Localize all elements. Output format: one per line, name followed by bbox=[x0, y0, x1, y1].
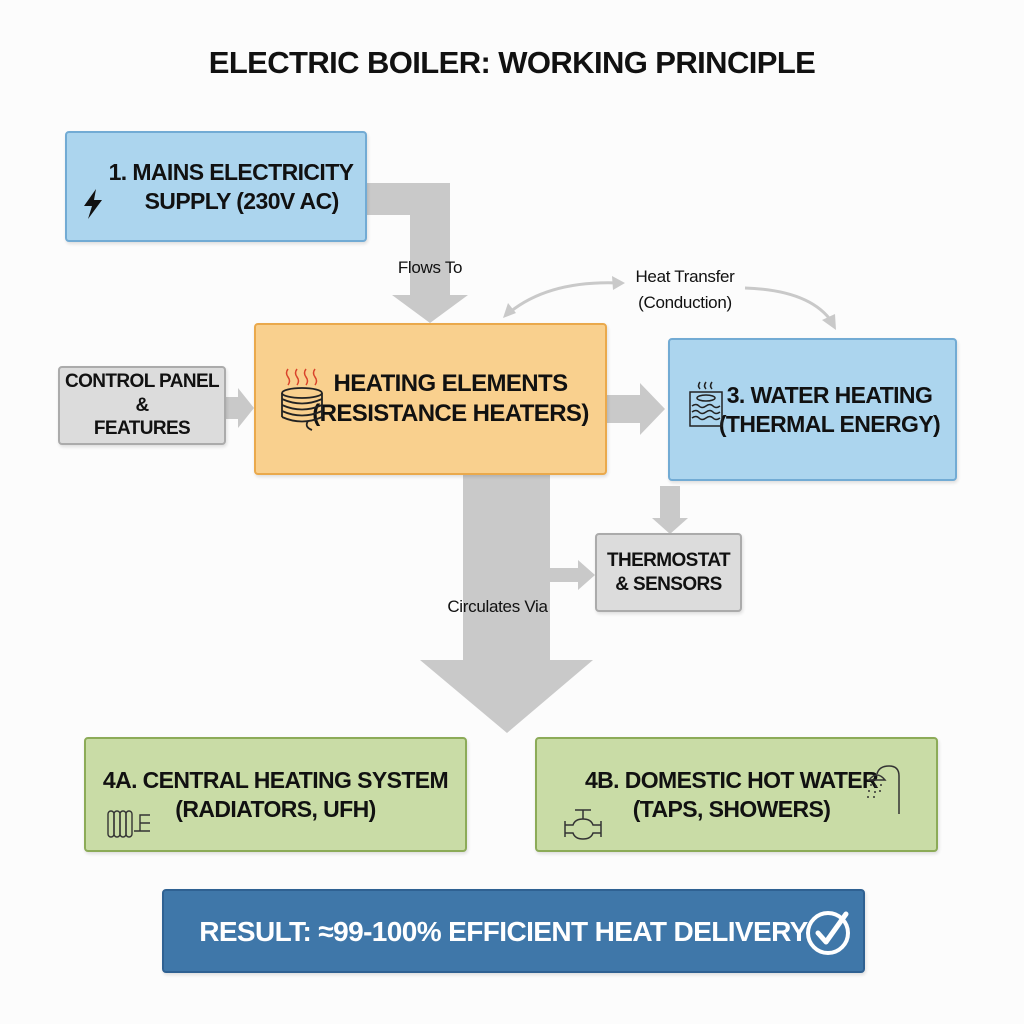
water-heating-icon bbox=[689, 381, 723, 427]
result-banner: RESULT: ≈99-100% EFFICIENT HEAT DELIVERY bbox=[162, 889, 865, 973]
arrow-control-to-heating bbox=[225, 388, 254, 428]
page-title: ELECTRIC BOILER: WORKING PRINCIPLE bbox=[208, 45, 816, 80]
node-heating-elements: HEATING ELEMENTS (RESISTANCE HEATERS) bbox=[254, 323, 607, 475]
tap-icon bbox=[564, 809, 602, 840]
lightning-icon bbox=[84, 189, 102, 219]
control-line2: FEATURES bbox=[93, 418, 191, 440]
node-control-panel: CONTROL PANEL & FEATURES bbox=[58, 366, 226, 445]
arrow-water-to-thermostat bbox=[652, 486, 688, 534]
heat-transfer-line2: (Conduction) bbox=[638, 292, 732, 312]
shower-icon bbox=[867, 765, 900, 814]
central-line1: 4A. CENTRAL HEATING SYSTEM bbox=[102, 766, 449, 793]
thermostat-line1: THERMOSTAT bbox=[606, 549, 731, 571]
check-circle-icon bbox=[806, 911, 850, 955]
arrow-circulates-down bbox=[420, 474, 593, 733]
dhw-line2: (TAPS, SHOWERS) bbox=[632, 795, 831, 822]
arrow-mains-to-heating bbox=[366, 183, 468, 323]
heat-transfer-line1: Heat Transfer bbox=[635, 267, 735, 286]
water-line2: (THERMAL ENERGY) bbox=[718, 410, 941, 437]
arrow-to-thermostat bbox=[550, 560, 595, 590]
heating-line1: HEATING ELEMENTS bbox=[333, 370, 569, 397]
heating-line2: (RESISTANCE HEATERS) bbox=[312, 400, 589, 427]
node-central-heating: 4A. CENTRAL HEATING SYSTEM (RADIATORS, U… bbox=[84, 737, 467, 852]
node-water-heating: 3. WATER HEATING (THERMAL ENERGY) bbox=[668, 338, 957, 481]
result-text: RESULT: ≈99-100% EFFICIENT HEAT DELIVERY bbox=[199, 915, 808, 947]
label-heat-transfer: Heat Transfer (Conduction) bbox=[610, 264, 760, 315]
arrow-heating-to-water bbox=[606, 383, 665, 435]
control-line1: CONTROL PANEL & bbox=[64, 370, 220, 416]
thermostat-line2: & SENSORS bbox=[615, 573, 722, 595]
node-domestic-hot-water: 4B. DOMESTIC HOT WATER (TAPS, SHOWERS) bbox=[535, 737, 938, 852]
central-line2: (RADIATORS, UFH) bbox=[175, 795, 376, 822]
node-mains-electricity: 1. MAINS ELECTRICITY SUPPLY (230V AC) bbox=[65, 131, 367, 242]
water-line1: 3. WATER HEATING bbox=[726, 381, 933, 408]
label-flows-to: Flows To bbox=[397, 258, 463, 277]
dhw-line1: 4B. DOMESTIC HOT WATER bbox=[584, 766, 879, 793]
radiator-icon bbox=[107, 810, 150, 838]
mains-line2: SUPPLY (230V AC) bbox=[144, 187, 340, 214]
heat-transfer-curve-left bbox=[509, 281, 621, 314]
mains-line1: 1. MAINS ELECTRICITY bbox=[108, 158, 354, 185]
node-thermostat-sensors: THERMOSTAT & SENSORS bbox=[595, 533, 742, 612]
heating-coil-icon bbox=[281, 368, 323, 431]
label-circulates-via: Circulates Via bbox=[447, 597, 548, 616]
heat-transfer-curve-right bbox=[744, 286, 834, 323]
